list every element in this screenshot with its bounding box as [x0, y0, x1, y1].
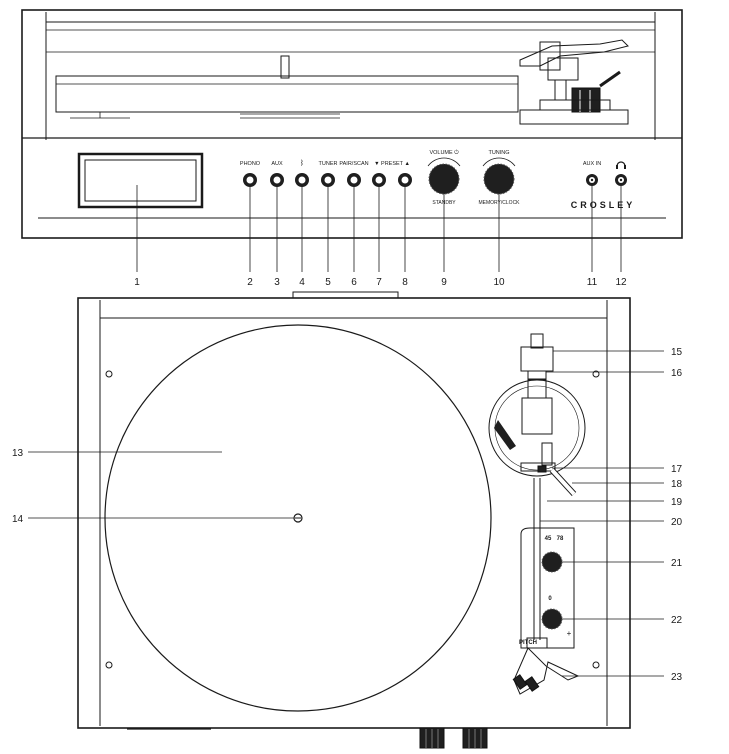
callout-7: 7: [376, 277, 382, 288]
screw-hole: [105, 661, 113, 669]
display-window: [77, 152, 204, 209]
label-pair-scan: PAIR/SCAN: [339, 161, 368, 167]
label-aux: AUX: [271, 161, 283, 167]
brand-logo: CROSLEY: [571, 200, 636, 210]
phono-button[interactable]: [243, 173, 257, 187]
callout-6: 6: [351, 277, 357, 288]
label-tuner: TUNER: [319, 161, 338, 167]
headphones-icon: [616, 161, 626, 169]
label-phono: PHONO: [240, 161, 261, 167]
front-view: PHONO AUX ᛒ TUNER PAIR/SCAN ▼ PRESET ▲ V…: [21, 9, 683, 239]
callout-10: 10: [493, 277, 505, 288]
tuning-knob[interactable]: [483, 163, 515, 195]
top-view: 45 78 0 PITCH +: [77, 291, 631, 749]
front-body: [21, 9, 683, 239]
label-speed-78: 78: [557, 536, 564, 542]
speed-selector-knob[interactable]: [542, 552, 562, 572]
front-callout-leaders: [136, 185, 622, 272]
label-speed-45: 45: [545, 536, 552, 542]
tuner-button[interactable]: [321, 173, 335, 187]
pitch-control-knob[interactable]: [542, 609, 562, 629]
top-callout-leaders: [28, 350, 664, 677]
screw-hole: [592, 661, 600, 669]
label-aux-in: AUX IN: [583, 161, 601, 167]
callout-15: 15: [671, 347, 683, 358]
callout-19: 19: [671, 497, 683, 508]
callout-9: 9: [441, 277, 447, 288]
callout-12: 12: [615, 277, 627, 288]
label-pitch-plus: +: [567, 629, 572, 638]
label-pitch: PITCH: [519, 640, 537, 646]
callout-21: 21: [671, 558, 683, 569]
callout-11: 11: [587, 277, 598, 288]
callout-14: 14: [12, 514, 24, 525]
top-callout-numbers: 13 14 15 16 17 18 19 20 21 22 23: [12, 347, 683, 683]
volume-knob[interactable]: [428, 163, 460, 195]
callout-3: 3: [274, 277, 280, 288]
label-pitch-zero: 0: [548, 596, 552, 602]
preset-up-button[interactable]: [398, 173, 412, 187]
screw-hole: [105, 370, 113, 378]
preset-down-button[interactable]: [372, 173, 386, 187]
callout-8: 8: [402, 277, 408, 288]
pair-scan-button[interactable]: [347, 173, 361, 187]
speed-pitch-panel: 45 78 0 PITCH +: [519, 527, 575, 649]
callout-22: 22: [671, 615, 683, 626]
callout-2: 2: [247, 277, 253, 288]
callout-17: 17: [671, 464, 683, 475]
aux-in-jack[interactable]: [586, 174, 598, 186]
screw-hole: [592, 370, 600, 378]
callout-20: 20: [671, 517, 683, 528]
tonearm[interactable]: [488, 333, 586, 695]
label-bluetooth: ᛒ: [300, 159, 304, 167]
callout-23: 23: [671, 672, 683, 683]
callout-5: 5: [325, 277, 331, 288]
front-callout-numbers: 1 2 3 4 5 6 7 8 9 10 11 12: [134, 277, 627, 288]
callout-16: 16: [671, 368, 683, 379]
label-preset: ▼ PRESET ▲: [374, 161, 410, 167]
label-volume: VOLUME ⏻: [429, 149, 459, 156]
tonearm-side-view: [519, 39, 629, 125]
headphone-jack[interactable]: [615, 174, 627, 186]
bluetooth-button[interactable]: [295, 173, 309, 187]
callout-1: 1: [134, 277, 140, 288]
callout-13: 13: [12, 448, 24, 459]
aux-button[interactable]: [270, 173, 284, 187]
label-tuning: TUNING: [488, 150, 509, 156]
callout-4: 4: [299, 277, 305, 288]
counterweight[interactable]: [520, 346, 554, 372]
callout-18: 18: [671, 479, 683, 490]
